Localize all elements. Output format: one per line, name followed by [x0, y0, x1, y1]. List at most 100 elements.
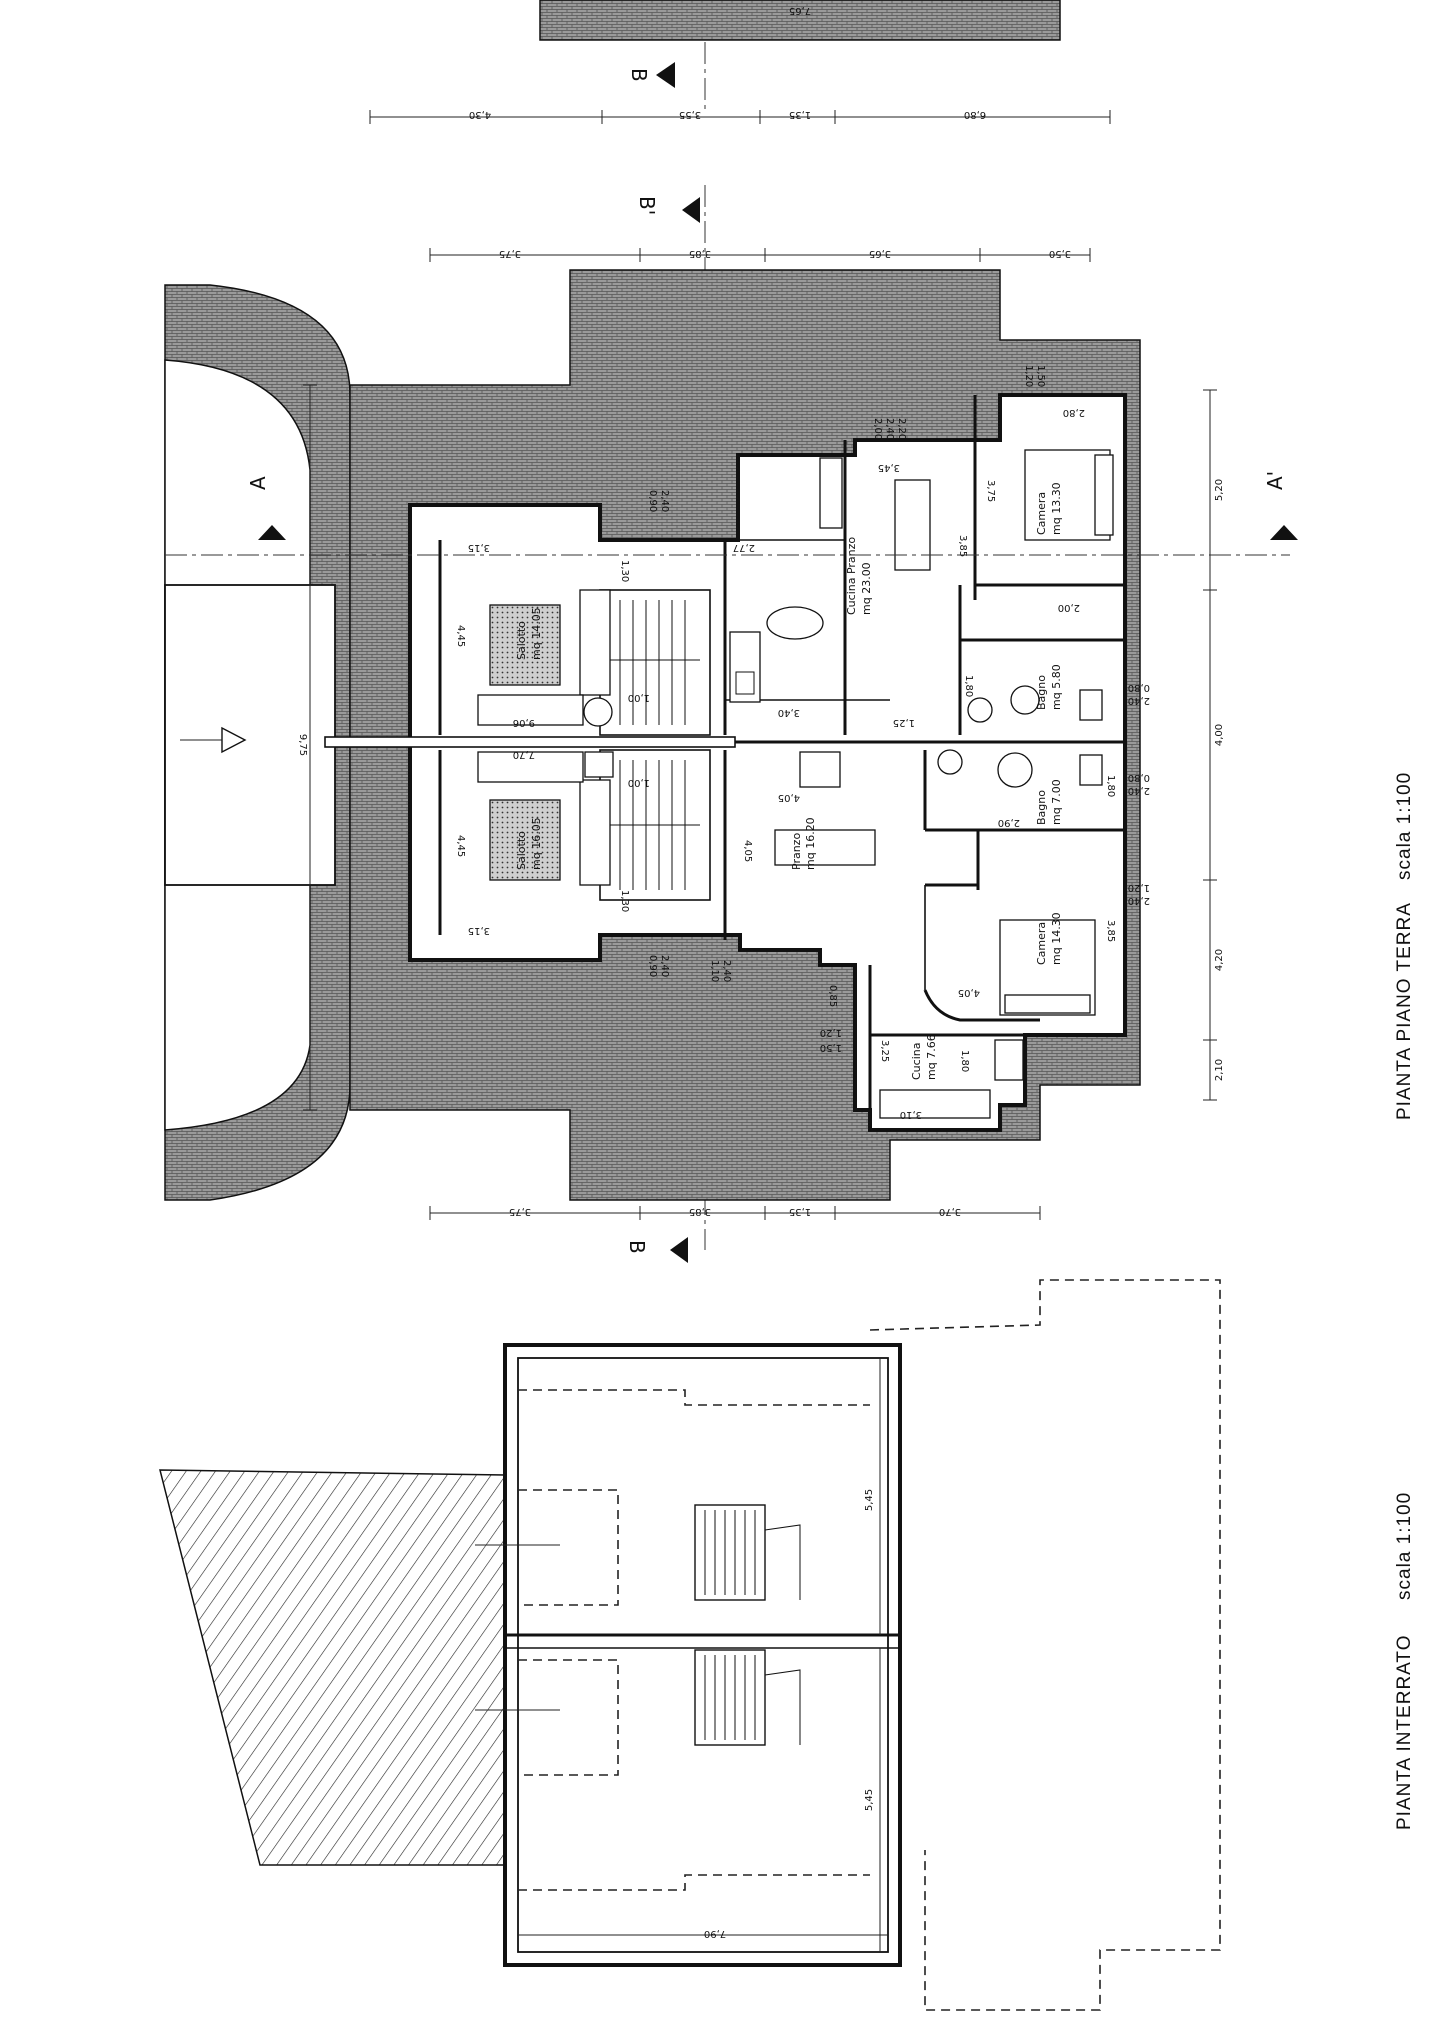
dimension-left-overall: 9,75 [297, 384, 317, 1111]
section-marker-a-right: A' [1263, 471, 1298, 540]
dim-int-180a: 1,80 [963, 675, 974, 697]
dim-top1-a: 4,30 [469, 109, 491, 120]
dim-top2-d: 3,50 [1049, 248, 1071, 259]
dim-int-405b: 4,05 [742, 840, 753, 862]
dim-right-b: 4,00 [1214, 724, 1225, 746]
dimension-row-bottom: 3,75 3,85 1,35 3,70 [429, 1206, 1041, 1220]
dim-int-240g: 2,40 [884, 418, 895, 440]
dim-int-120b: 1,20 [1128, 882, 1150, 893]
dim-int-445a: 4,45 [455, 625, 466, 647]
room-name-cucina-bottom: Cucina [910, 1043, 923, 1080]
dim-int-220: 2,20 [896, 418, 907, 440]
room-area-cucina-bottom: mq 7.66 [925, 1034, 938, 1080]
dim-int-090a: 0,90 [647, 490, 658, 512]
dim-int-180c: 1,80 [959, 1050, 970, 1072]
dim-int-085: 0,85 [827, 985, 838, 1007]
top-roof-strip: 7,65 [539, 0, 1061, 41]
dim-int-200: 2,00 [1058, 602, 1080, 613]
stair-top [599, 589, 711, 736]
dim-int-385a: 3,85 [957, 535, 968, 557]
dim-int-080b: 0,80 [1128, 772, 1150, 783]
dim-basement-bottom: 5,45 [864, 1789, 875, 1811]
pranzo-furniture [774, 751, 876, 866]
section-label-b-prime: B' [635, 196, 659, 215]
basement-plan: 5,45 5,45 7,90 PIANTA INTERRATO scala 1:… [159, 1279, 1415, 2011]
cucina-bottom-furniture [879, 1039, 1024, 1119]
dim-int-130b: 1,30 [619, 890, 630, 912]
dim-int-180b: 1,80 [1105, 775, 1116, 797]
room-name-bagno-bottom: Bagno [1035, 790, 1048, 825]
dim-int-080a: 0,80 [1128, 682, 1150, 693]
dim-top2-b: 3,85 [689, 248, 711, 259]
dim-int-385b: 3,85 [1105, 920, 1116, 942]
dim-int-280: 2,80 [1063, 407, 1085, 418]
dim-int-405c: 4,05 [958, 987, 980, 998]
dim-int-277: 2,77 [733, 542, 755, 553]
dim-int-090b: 0,90 [647, 955, 658, 977]
dim-int-445b: 4,45 [455, 835, 466, 857]
basement-plan-scale: scala 1:100 [1394, 1492, 1415, 1600]
ground-plan-title: PIANTA PIANO TERRA [1394, 902, 1415, 1120]
dim-left-overall: 9,75 [297, 734, 308, 756]
room-area-pranzo: mq 16.20 [804, 817, 817, 870]
dim-int-240d: 2,40 [1128, 695, 1150, 706]
dim-int-315b: 3,15 [468, 925, 490, 936]
bagno-bottom-fixtures [937, 749, 1103, 788]
dim-int-310: 3,10 [900, 1109, 922, 1120]
dim-int-290: 2,90 [998, 817, 1020, 828]
section-marker-b-bottom: B [625, 1237, 688, 1263]
dim-int-200b: 2,00 [872, 418, 883, 440]
dim-top2-c: 3,65 [869, 248, 891, 259]
dim-int-100b: 1,00 [628, 777, 650, 788]
section-label-b-bottom: B [625, 1240, 649, 1254]
salotto-bottom-furniture [477, 751, 614, 886]
basement-dimensions: 5,45 5,45 7,90 [518, 1358, 888, 1952]
basement-ramp-hatch [159, 1469, 506, 1866]
room-name-salotto-top: Salotto [515, 621, 528, 660]
house-footprint [408, 393, 1127, 1132]
room-area-bagno-bottom: mq 7.00 [1050, 779, 1063, 825]
dim-int-345: 3,45 [878, 462, 900, 473]
camera-bottom-furniture [999, 919, 1096, 1016]
dim-bottom-a: 3,75 [509, 1206, 531, 1217]
room-name-cucina-pranzo: Cucina Pranzo [845, 537, 858, 615]
room-name-pranzo: Pranzo [790, 833, 803, 870]
section-label-a-right: A' [1263, 471, 1287, 490]
dim-int-110: 1,10 [709, 960, 720, 982]
ramp-area [164, 584, 336, 886]
camera-top-furniture [1024, 449, 1114, 541]
salotto-top-furniture [477, 589, 613, 727]
room-name-camera-bottom: Camera [1035, 922, 1048, 965]
dim-int-325: 3,25 [879, 1040, 890, 1062]
dim-int-150a: 1,50 [1035, 365, 1046, 387]
dim-right-d: 2,10 [1214, 1059, 1225, 1081]
section-label-a-left: A [246, 476, 270, 490]
basement-stair-bottom [694, 1649, 801, 1746]
dim-bottom-b: 3,85 [689, 1206, 711, 1217]
dim-int-240f: 2,40 [721, 960, 732, 982]
dim-int-240e: 2,40 [1128, 785, 1150, 796]
dim-int-315a: 3,15 [468, 542, 490, 553]
ground-plan-scale: scala 1:100 [1394, 772, 1415, 880]
section-label-b-top: B [627, 68, 651, 82]
dim-int-240c: 2,40 [1128, 895, 1150, 906]
dim-basement-top: 5,45 [864, 1489, 875, 1511]
room-area-salotto-bottom: mq 16.05 [530, 817, 543, 870]
dim-top2-a: 3,75 [499, 248, 521, 259]
dim-top1-b: 3,55 [679, 109, 701, 120]
dim-int-240b: 2,40 [659, 955, 670, 977]
dim-int-120c: 1,20 [820, 1027, 842, 1038]
dimension-column-right: 5,20 4,00 4,20 2,10 [1203, 389, 1225, 1101]
ground-footprint-dashed [869, 1279, 1221, 2011]
dimension-row-top-1: 4,30 3,55 1,35 6,80 [369, 109, 1111, 124]
section-marker-a-left: A [246, 476, 286, 540]
dim-int-770: 7,70 [513, 749, 535, 760]
dim-top1-c: 1,35 [789, 109, 811, 120]
dim-right-a: 5,20 [1214, 479, 1225, 501]
dim-bottom-d: 3,70 [939, 1206, 961, 1217]
dim-int-340: 3,40 [778, 707, 800, 718]
dim-basement-width: 7,90 [704, 1928, 726, 1939]
interior-dimensions: 3,15 3,15 4,45 4,45 1,30 1,30 0,90 2,40 … [455, 365, 1150, 1120]
room-area-salotto-top: mq 14.05 [530, 607, 543, 660]
